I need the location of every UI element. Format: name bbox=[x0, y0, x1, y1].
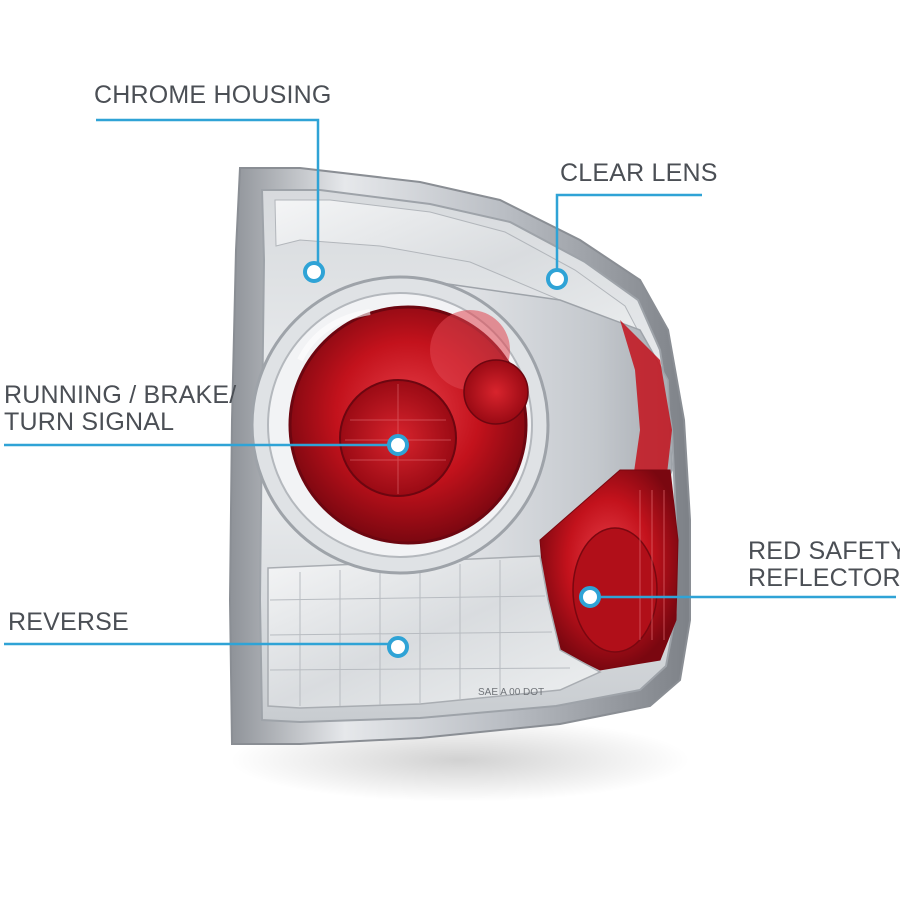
label-reverse-line1: REVERSE bbox=[8, 608, 129, 636]
label-running-brake-line1: RUNNING / BRAKE/ bbox=[4, 381, 237, 409]
lens-small-bulb bbox=[463, 359, 529, 425]
label-chrome-housing: CHROME HOUSING bbox=[94, 82, 332, 109]
callout-lines bbox=[4, 118, 896, 646]
callout-dot-clear-lens bbox=[546, 268, 568, 290]
reverse-lens bbox=[267, 555, 602, 709]
label-reverse: REVERSE bbox=[8, 609, 129, 636]
lens-marking: SAE A 00 DOT bbox=[478, 687, 544, 698]
label-red-reflector-line2: REFLECTOR bbox=[748, 564, 900, 592]
callout-line-chrome-housing bbox=[96, 118, 320, 272]
lens-highlight bbox=[297, 309, 371, 362]
label-clear-lens: CLEAR LENS bbox=[560, 160, 718, 187]
label-running-brake-line2: TURN SIGNAL bbox=[4, 408, 175, 436]
callout-dot-running-brake bbox=[387, 434, 409, 456]
label-clear-lens-line1: CLEAR LENS bbox=[560, 159, 718, 187]
label-chrome-housing-line1: CHROME HOUSING bbox=[94, 81, 332, 109]
reverse-lens-facets bbox=[269, 560, 571, 706]
label-red-safety-reflector: RED SAFETY REFLECTOR bbox=[748, 538, 900, 592]
label-running-brake-turn: RUNNING / BRAKE/ TURN SIGNAL bbox=[4, 382, 236, 436]
label-red-reflector-line1: RED SAFETY bbox=[748, 537, 900, 565]
callout-dot-reverse bbox=[387, 636, 409, 658]
reflector-grid bbox=[639, 490, 665, 640]
callout-dot-red-reflector bbox=[579, 586, 601, 608]
callout-dot-chrome-housing bbox=[303, 261, 325, 283]
callout-line-clear-lens bbox=[555, 193, 702, 279]
red-reflector-dome bbox=[572, 527, 658, 653]
callout-dots bbox=[303, 261, 601, 658]
